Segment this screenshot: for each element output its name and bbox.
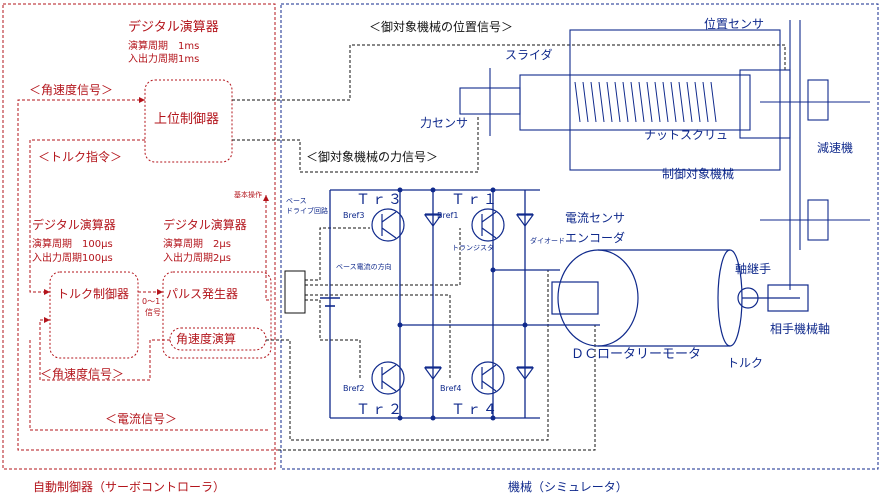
- base-drive-circuit-label-2: ドライブ回路: [286, 207, 328, 215]
- base-drive-circuit-label-1: ベース: [286, 197, 307, 205]
- diodes: [423, 213, 535, 381]
- bref1-label: Bref1: [437, 211, 459, 220]
- left-dsp-line2: 入出力周期100μs: [32, 253, 113, 264]
- controller-signal-paths: [17, 99, 278, 451]
- torque-controller-block: [49, 271, 139, 359]
- right-dsp-line2: 入出力周期2μs: [163, 253, 231, 264]
- base-drive-circuit-box: [284, 270, 306, 314]
- signal-label: 信号: [145, 308, 161, 317]
- tr4-label: Ｔｒ４: [451, 402, 499, 418]
- upper-controller-block: [144, 79, 233, 163]
- controlled-machine-label: 制御対象機械: [662, 167, 735, 181]
- coupling-label: 軸継手: [735, 262, 772, 276]
- bref3-label: Bref3: [343, 211, 365, 220]
- left-dsp-title: デジタル演算器: [32, 218, 116, 232]
- bref2-label: Bref2: [343, 384, 365, 393]
- signal-0-1: 0～1: [142, 297, 161, 306]
- reducer-label: 減速機: [817, 141, 854, 155]
- transistors: [371, 208, 505, 395]
- right-dsp-title: デジタル演算器: [163, 218, 247, 232]
- encoder-label: エンコーダ: [565, 231, 626, 245]
- top-dsp-line1: 演算周期 1ms: [128, 41, 200, 52]
- diode-label: ダイオード: [530, 237, 565, 245]
- position-signal: ＜御対象機械の位置信号＞: [369, 20, 514, 34]
- slider-label: スライダ: [505, 48, 553, 62]
- pulse-generator-label: パルス発生器: [166, 287, 239, 301]
- nut-screw-label: ナットスクリュ: [644, 128, 729, 142]
- current-sensor-label: 電流センサ: [565, 211, 626, 225]
- top-dsp-title: デジタル演算器: [128, 20, 219, 35]
- tr2-label: Ｔｒ２: [356, 402, 404, 418]
- base-current-label: 基本操作: [234, 191, 262, 199]
- force-signal: ＜御対象機械の力信号＞: [306, 150, 439, 164]
- position-sensor-label: 位置センサ: [704, 17, 765, 31]
- mating-shaft-label: 相手機械軸: [770, 322, 831, 336]
- pulse-generator-block: [162, 271, 272, 359]
- tr3-label: Ｔｒ３: [356, 192, 404, 208]
- angular-velocity-signal-bottom: ＜角速度信号＞: [40, 367, 125, 381]
- machine-region-border: [280, 3, 879, 470]
- torque-label: トルク: [727, 356, 764, 370]
- left-dsp-line1: 演算周期 100μs: [32, 239, 113, 250]
- dc-motor: [551, 249, 809, 347]
- torque-command: ＜トルク指令＞: [38, 150, 123, 164]
- transistor-label: トランジスタ: [452, 244, 494, 252]
- h-bridge: [320, 189, 600, 419]
- angular-velocity-signal-top: ＜角速度信号＞: [29, 83, 114, 97]
- tr1-label: Ｔｒ１: [451, 192, 499, 208]
- controller-footer: 自動制御器（サーボコントローラ）: [33, 480, 226, 494]
- top-dsp-line2: 入出力周期1ms: [128, 54, 200, 65]
- bref4-label: Bref4: [440, 384, 462, 393]
- mechanical-assembly: [459, 20, 870, 290]
- drive-lines: [305, 227, 461, 378]
- right-dsp-line1: 演算周期 2μs: [163, 239, 231, 250]
- screw-thread: [574, 81, 717, 123]
- angular-velocity-calc-label: 角速度演算: [176, 332, 237, 346]
- machine-footer: 機械（シミュレータ）: [508, 480, 628, 494]
- controller-arrowheads: [44, 97, 269, 323]
- angular-velocity-calc-block: [169, 327, 267, 351]
- base-current-direction-label: ベース電流の方向: [336, 263, 392, 271]
- torque-controller-label: トルク制御器: [57, 287, 130, 301]
- dc-motor-label: ＤＣロータリーモータ: [571, 347, 702, 362]
- upper-controller-label: 上位制御器: [154, 112, 220, 127]
- machine-signal-paths: [232, 44, 786, 451]
- current-signal: ＜電流信号＞: [105, 412, 178, 426]
- junction-dots: [397, 187, 528, 421]
- controller-region-border: [2, 3, 276, 470]
- force-sensor-label: 力センサ: [420, 116, 469, 130]
